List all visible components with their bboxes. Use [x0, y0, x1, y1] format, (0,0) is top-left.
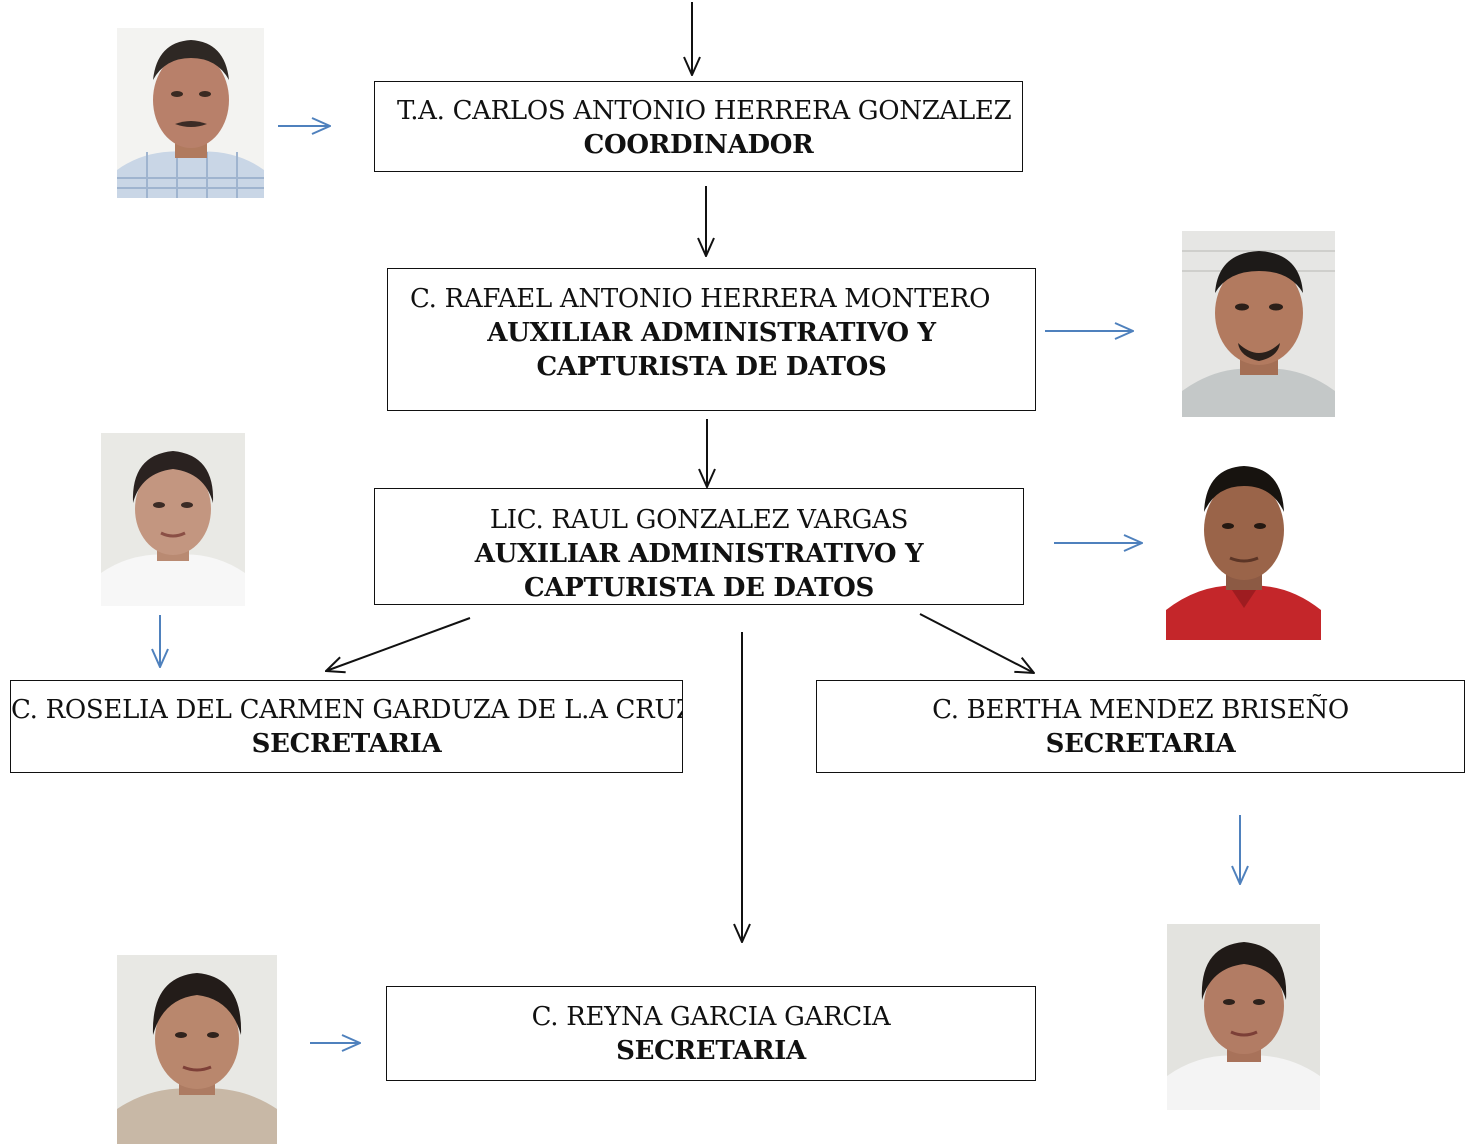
photo-rafael: [1182, 231, 1335, 417]
portrait-reyna-image: [117, 955, 277, 1144]
portrait-bertha-image: [1167, 924, 1320, 1110]
aux1-box: C. RAFAEL ANTONIO HERRERA MONTERO AUXILI…: [387, 268, 1036, 411]
aux2-role: AUXILIAR ADMINISTRATIVO Y CAPTURISTA DE …: [474, 539, 924, 603]
photo-reyna: [117, 955, 277, 1144]
portrait-raul-image: [1166, 460, 1321, 640]
arrow-aux2-to-roselia: [326, 617, 471, 671]
photo-roselia: [101, 433, 245, 606]
coordinator-box: T.A. CARLOS ANTONIO HERRERA GONZALEZ COO…: [374, 81, 1023, 172]
photo-raul: [1166, 460, 1321, 640]
coordinator-role: COORDINADOR: [583, 130, 814, 160]
reyna-name: C. REYNA GARCIA GARCIA: [531, 1002, 891, 1032]
portrait-rafael-image: [1182, 231, 1335, 417]
aux1-name: C. RAFAEL ANTONIO HERRERA MONTERO: [410, 284, 991, 314]
roselia-name: C. ROSELIA DEL CARMEN GARDUZA DE L.A CRU…: [11, 695, 683, 725]
aux1-role: AUXILIAR ADMINISTRATIVO Y CAPTURISTA DE …: [487, 318, 936, 382]
portrait-roselia-image: [101, 433, 245, 606]
aux2-box: LIC. RAUL GONZALEZ VARGAS AUXILIAR ADMIN…: [374, 488, 1024, 605]
reyna-box: C. REYNA GARCIA GARCIA SECRETARIA: [386, 986, 1036, 1081]
reyna-role: SECRETARIA: [616, 1036, 806, 1066]
aux2-name: LIC. RAUL GONZALEZ VARGAS: [489, 505, 909, 535]
portrait-carlos-image: [117, 28, 264, 198]
photo-bertha: [1167, 924, 1320, 1110]
bertha-role: SECRETARIA: [1045, 729, 1236, 759]
photo-carlos: [117, 28, 264, 198]
arrow-aux2-to-bertha: [919, 613, 1034, 673]
bertha-box: C. BERTHA MENDEZ BRISEÑO SECRETARIA: [816, 680, 1465, 773]
roselia-role: SECRETARIA: [251, 729, 442, 759]
coordinator-name: T.A. CARLOS ANTONIO HERRERA GONZALEZ: [397, 96, 1012, 126]
roselia-box: C. ROSELIA DEL CARMEN GARDUZA DE L.A CRU…: [10, 680, 683, 773]
bertha-name: C. BERTHA MENDEZ BRISEÑO: [932, 695, 1349, 725]
